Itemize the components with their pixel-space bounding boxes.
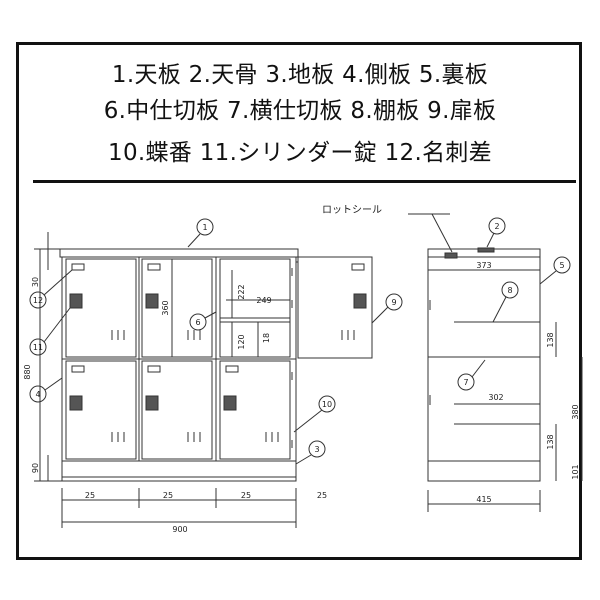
legend-line-1: 1.天板 2.天骨 3.地板 4.側板 5.裏板: [111, 62, 489, 88]
dim-900: 900: [172, 525, 187, 534]
base-plate: [61, 460, 297, 482]
open-door: [297, 256, 373, 359]
callout-9: 9: [391, 298, 396, 307]
callout-6: 6: [195, 318, 200, 327]
legend-line-3: 10.蝶番 11.シリンダー錠 12.名刺差: [108, 140, 492, 166]
dim-222: 222: [237, 284, 246, 299]
dim-25-c: 25: [241, 491, 251, 500]
dim-415: 415: [476, 495, 491, 504]
dim-138-a: 138: [546, 332, 555, 347]
dim-18: 18: [262, 333, 271, 343]
lot-seal-label: ロットシール: [322, 205, 382, 216]
callout-4: 4: [35, 390, 40, 399]
outer-frame: [16, 42, 582, 560]
dim-380: 380: [571, 404, 580, 419]
door-top-1: [65, 258, 137, 358]
separator-rule: [33, 180, 576, 183]
callout-8: 8: [507, 286, 512, 295]
top-plate: [59, 248, 299, 258]
callout-2: 2: [494, 222, 499, 231]
door-top-2: [141, 258, 213, 358]
dim-120: 120: [237, 334, 246, 349]
dim-880: 880: [23, 364, 32, 379]
dim-302: 302: [488, 393, 503, 402]
dim-101: 101: [571, 464, 580, 479]
door-bottom-3: [219, 360, 291, 460]
dim-249: 249: [256, 296, 271, 305]
legend-line-2: 6.中仕切板 7.横仕切板 8.棚板 9.扉板: [103, 98, 497, 124]
dim-373: 373: [476, 261, 491, 270]
dim-25-b: 25: [163, 491, 173, 500]
dim-30: 30: [31, 277, 40, 287]
dim-25-a: 25: [85, 491, 95, 500]
callout-10: 10: [322, 400, 332, 409]
callout-11: 11: [33, 343, 43, 352]
door-bottom-1: [65, 360, 137, 460]
dim-138-b: 138: [546, 434, 555, 449]
callout-3: 3: [314, 445, 319, 454]
door-bottom-2: [141, 360, 213, 460]
side-view-body: [427, 248, 541, 482]
callout-7: 7: [463, 378, 468, 387]
cabinet-body: [61, 256, 297, 478]
callout-1: 1: [202, 223, 207, 232]
callout-5: 5: [559, 261, 564, 270]
open-compartment: [219, 258, 291, 358]
callout-12: 12: [33, 296, 43, 305]
dim-90: 90: [31, 463, 40, 473]
dim-25-d: 25: [317, 491, 327, 500]
dim-360: 360: [161, 300, 170, 315]
